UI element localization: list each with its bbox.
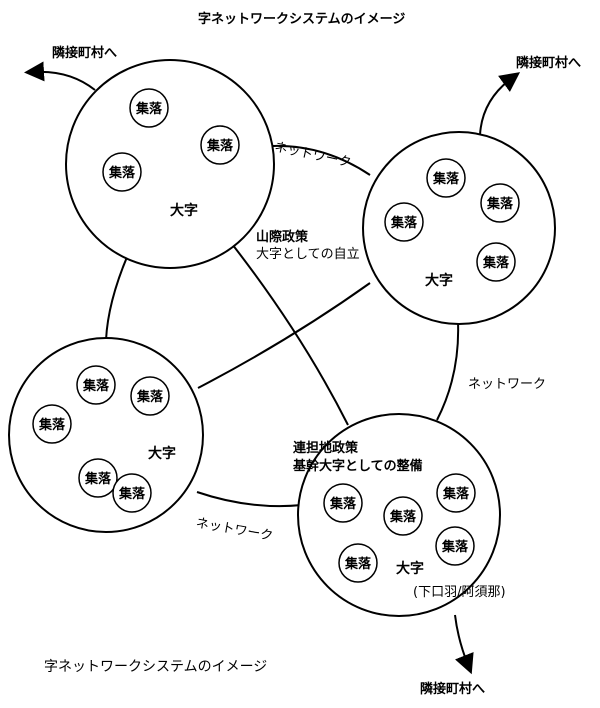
- center-policy-title: 山際政策: [256, 230, 309, 245]
- settlement-circle: [426, 158, 466, 198]
- settlement-16: 集落: [435, 526, 475, 566]
- network-link-top-left-to-bottom-left: [105, 249, 131, 341]
- settlement-circle: [383, 496, 423, 536]
- settlement-15: 集落: [383, 496, 423, 536]
- hub-policy-subtitle: 基幹大字としての整備: [293, 459, 423, 474]
- settlement-label: 集落: [329, 496, 357, 512]
- settlement-label: 集落: [390, 215, 418, 231]
- settlement-label: 集落: [206, 138, 234, 154]
- ooaza-label-top-left: 大字: [170, 203, 198, 219]
- settlement-label: 集落: [389, 509, 417, 525]
- settlement-circle: [200, 125, 240, 165]
- settlement-circle: [323, 483, 363, 523]
- settlement-label: 集落: [135, 101, 163, 117]
- settlement-circle: [130, 376, 170, 416]
- neighbor-label-bottom: 隣接町村へ: [420, 682, 486, 697]
- settlement-label: 集落: [482, 255, 510, 271]
- settlement-circle: [338, 543, 378, 583]
- settlement-circle: [476, 242, 516, 282]
- settlement-11: 集落: [78, 458, 118, 498]
- hub-policy-title: 連担地政策: [293, 441, 359, 456]
- settlement-4: 集落: [426, 158, 466, 198]
- settlement-3: 集落: [102, 152, 142, 192]
- settlement-label: 集落: [432, 171, 460, 187]
- settlement-12: 集落: [112, 473, 152, 513]
- center-policy-subtitle: 大字としての自立: [256, 247, 360, 262]
- settlement-label: 集落: [108, 165, 136, 181]
- header-title: 字ネットワークシステムのイメージ: [198, 12, 406, 27]
- settlement-14: 集落: [436, 473, 476, 513]
- settlement-circle: [480, 183, 520, 223]
- network-link-right-to-bottom: [436, 321, 460, 421]
- settlement-circle: [78, 458, 118, 498]
- settlement-5: 集落: [480, 183, 520, 223]
- settlement-label: 集落: [486, 196, 514, 212]
- network-link-bottom-left-to-bottom: [196, 491, 303, 508]
- settlement-label: 集落: [84, 471, 112, 487]
- neighbor-label-top-right: 隣接町村へ: [516, 56, 582, 71]
- settlement-circle: [76, 365, 116, 405]
- settlement-circle: [129, 88, 169, 128]
- network-label-right: ネットワーク: [468, 377, 547, 392]
- settlement-6: 集落: [384, 202, 424, 242]
- footer-title: 字ネットワークシステムのイメージ: [44, 659, 268, 675]
- settlement-7: 集落: [476, 242, 516, 282]
- settlement-label: 集落: [136, 389, 164, 405]
- neighbor-arrow-top-right: [479, 72, 521, 136]
- ooaza-label-bottom-left: 大字: [148, 446, 176, 462]
- settlement-label: 集落: [118, 486, 146, 502]
- settlement-label: 集落: [82, 378, 110, 394]
- neighbor-label-top-left: 隣接町村へ: [52, 46, 118, 61]
- network-link-right-to-bottom-left: [197, 282, 371, 389]
- settlement-circle: [32, 404, 72, 444]
- settlement-label: 集落: [344, 556, 372, 572]
- settlement-label: 集落: [442, 486, 470, 502]
- settlement-group: 集落集落集落集落集落集落集落集落集落集落集落集落集落集落集落集落集落: [32, 88, 520, 583]
- neighbor-arrow-bottom: [454, 614, 474, 675]
- neighbor-arrow-top-left: [24, 61, 96, 91]
- network-link-top-left-to-bottom: [224, 234, 349, 426]
- ooaza-circle-top-left: [65, 59, 275, 269]
- settlement-13: 集落: [323, 483, 363, 523]
- settlement-17: 集落: [338, 543, 378, 583]
- ooaza-label-hub: 大字: [396, 561, 424, 577]
- settlement-circle: [112, 473, 152, 513]
- settlement-1: 集落: [129, 88, 169, 128]
- settlement-label: 集落: [441, 539, 469, 555]
- ooaza-label-right: 大字: [425, 273, 453, 289]
- settlement-circle: [384, 202, 424, 242]
- hub-name: (下口羽/阿須那): [413, 585, 506, 600]
- settlement-2: 集落: [200, 125, 240, 165]
- settlement-9: 集落: [130, 376, 170, 416]
- settlement-circle: [102, 152, 142, 192]
- settlement-circle: [436, 473, 476, 513]
- settlement-label: 集落: [38, 417, 66, 433]
- settlement-circle: [435, 526, 475, 566]
- settlement-8: 集落: [76, 365, 116, 405]
- settlement-10: 集落: [32, 404, 72, 444]
